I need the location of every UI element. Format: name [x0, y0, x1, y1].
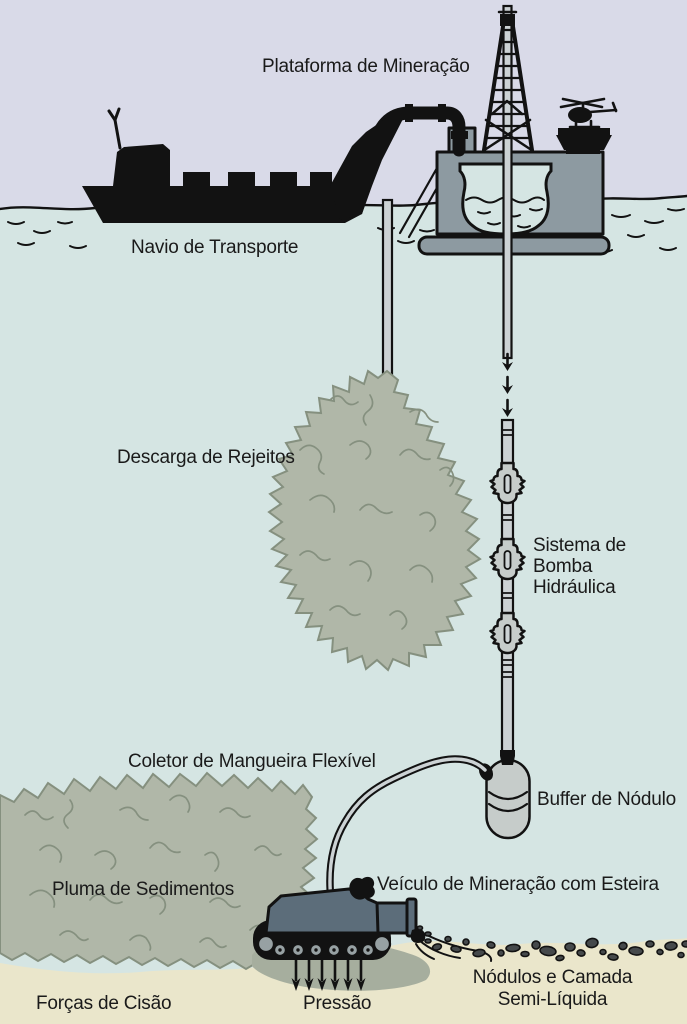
- label-nodules-layer-line2: Semi-Líquida: [497, 989, 608, 1010]
- pressure-arrows: [291, 955, 366, 991]
- label-mining-vehicle: Veículo de Mineração com Esteira: [377, 874, 659, 895]
- mining-vehicle: [253, 876, 493, 962]
- vehicle-road-wheels: [272, 942, 376, 958]
- label-platform: Plataforma de Mineração: [262, 56, 470, 77]
- nodules: [416, 925, 687, 962]
- label-pump-system-line1: Sistema de: [533, 535, 627, 556]
- collector-nozzle: [410, 928, 426, 943]
- flow-arrows: [502, 352, 513, 417]
- ship-discharge-chute: [330, 117, 404, 220]
- transport-ship: [82, 107, 404, 223]
- platform-pontoon: [417, 235, 611, 256]
- derrick-tower: [482, 18, 534, 152]
- tailings-discharge-pipe: [381, 198, 394, 378]
- label-pump-system-line2: Bomba: [533, 556, 593, 577]
- helicopter-icon: [559, 97, 618, 129]
- ship-mast: [107, 107, 122, 150]
- label-nodule-buffer: Buffer de Nódulo: [537, 789, 677, 810]
- tailings-plume: [267, 369, 482, 672]
- label-tailings-discharge: Descarga de Rejeitos: [117, 447, 295, 468]
- ship-hull: [82, 144, 370, 223]
- helipad: [556, 128, 612, 154]
- label-sediment-plume: Pluma de Sedimentos: [52, 879, 235, 900]
- label-pump-system-line3: Hidráulica: [533, 577, 616, 598]
- hose-mount: [349, 876, 375, 900]
- label-pump-system: Sistema de Bomba Hidráulica: [533, 535, 626, 598]
- label-shear-forces: Forças de Cisão: [36, 993, 172, 1014]
- nodule-buffer: [478, 750, 531, 840]
- label-nodules-layer-line1: Nódulos e Camada: [472, 967, 633, 988]
- label-ship: Navio de Transporte: [131, 237, 299, 258]
- label-nodules-layer: Nódulos e Camada Semi-Líquida: [455, 967, 650, 1011]
- label-pressure: Pressão: [303, 993, 372, 1014]
- label-hose-collector: Coletor de Mangueira Flexível: [128, 751, 376, 772]
- mining-platform: [398, 150, 611, 256]
- collector-arm: [375, 901, 412, 935]
- flexible-hose: [326, 755, 489, 904]
